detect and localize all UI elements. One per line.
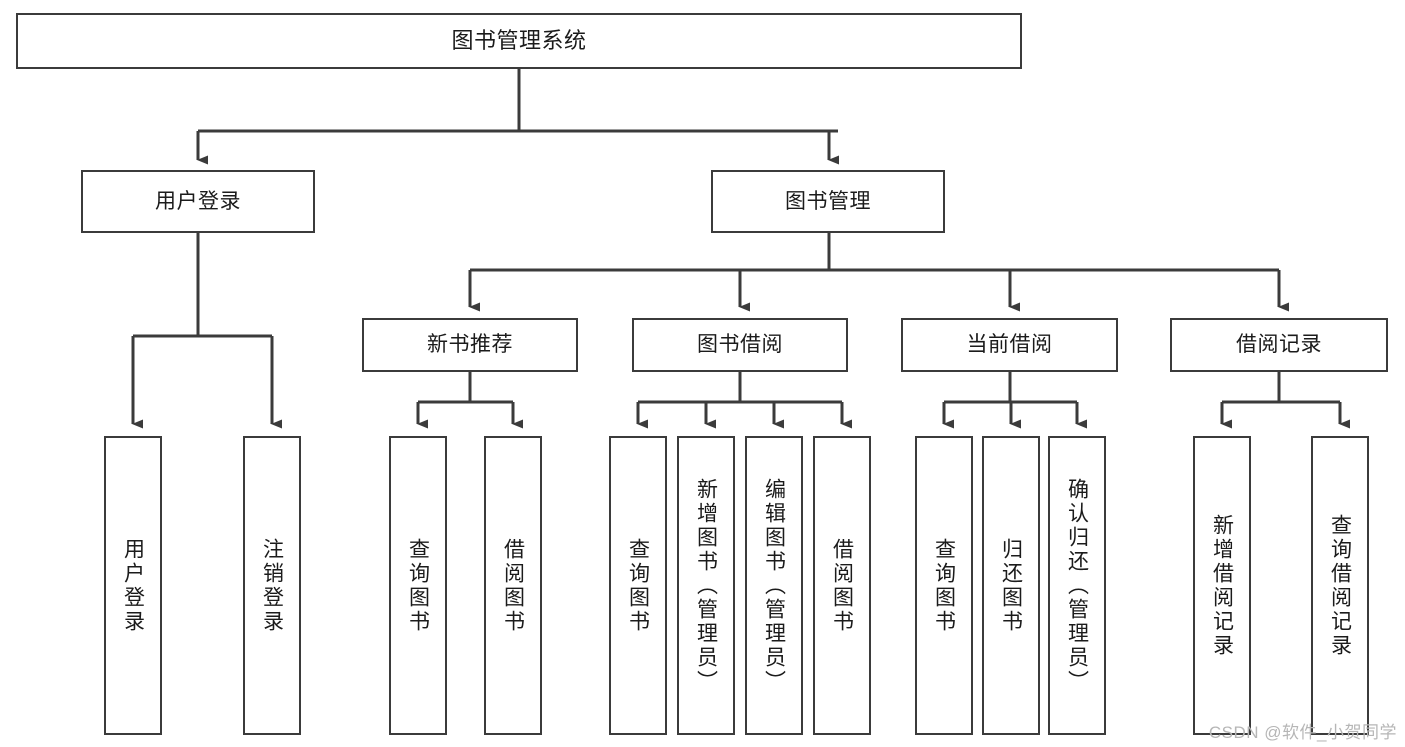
node-root-book-management-system[interactable]: 图书管理系统 xyxy=(16,13,1022,69)
node-leaf-query-book-recommend[interactable]: 查询图书 xyxy=(389,436,447,735)
node-leaf-return-book[interactable]: 归还图书 xyxy=(982,436,1040,735)
node-label: 查询借阅记录 xyxy=(1328,513,1352,658)
node-label: 借阅图书 xyxy=(830,537,854,634)
node-leaf-user-login[interactable]: 用户登录 xyxy=(104,436,162,735)
node-label: 用户登录 xyxy=(155,189,241,213)
node-label: 图书管理系统 xyxy=(451,27,587,53)
node-label: 图书借阅 xyxy=(697,333,783,357)
node-book-management[interactable]: 图书管理 xyxy=(711,170,945,233)
node-leaf-query-book-current[interactable]: 查询图书 xyxy=(915,436,973,735)
node-label: 当前借阅 xyxy=(966,333,1053,357)
node-leaf-query-borrow-record[interactable]: 查询借阅记录 xyxy=(1311,436,1369,735)
node-label: 编辑图书（管理员） xyxy=(762,477,786,694)
node-leaf-edit-book-admin[interactable]: 编辑图书（管理员） xyxy=(745,436,803,735)
node-leaf-query-book-borrow[interactable]: 查询图书 xyxy=(609,436,667,735)
node-label: 查询图书 xyxy=(406,537,430,634)
node-label: 注销登录 xyxy=(260,537,284,634)
node-leaf-confirm-return-admin[interactable]: 确认归还（管理员） xyxy=(1048,436,1106,735)
node-label: 新增借阅记录 xyxy=(1210,513,1234,658)
node-label: 确认归还（管理员） xyxy=(1065,477,1089,694)
node-label: 新增图书（管理员） xyxy=(694,477,718,694)
node-label: 新书推荐 xyxy=(427,333,513,357)
node-label: 借阅记录 xyxy=(1236,333,1322,357)
node-label: 查询图书 xyxy=(932,537,956,634)
node-leaf-add-book-admin[interactable]: 新增图书（管理员） xyxy=(677,436,735,735)
node-leaf-borrow-book[interactable]: 借阅图书 xyxy=(813,436,871,735)
node-new-book-recommend[interactable]: 新书推荐 xyxy=(362,318,578,372)
node-label: 归还图书 xyxy=(999,537,1023,634)
node-user-login[interactable]: 用户登录 xyxy=(81,170,315,233)
watermark-text: CSDN @软件_小贺同学 xyxy=(1208,723,1397,742)
node-leaf-user-logout[interactable]: 注销登录 xyxy=(243,436,301,735)
node-leaf-add-borrow-record[interactable]: 新增借阅记录 xyxy=(1193,436,1251,735)
node-book-borrow[interactable]: 图书借阅 xyxy=(632,318,848,372)
node-label: 查询图书 xyxy=(626,537,650,634)
node-label: 用户登录 xyxy=(121,537,145,634)
node-current-borrow[interactable]: 当前借阅 xyxy=(901,318,1118,372)
node-label: 借阅图书 xyxy=(501,537,525,634)
node-label: 图书管理 xyxy=(785,189,871,213)
node-leaf-borrow-book-recommend[interactable]: 借阅图书 xyxy=(484,436,542,735)
node-borrow-record[interactable]: 借阅记录 xyxy=(1170,318,1388,372)
